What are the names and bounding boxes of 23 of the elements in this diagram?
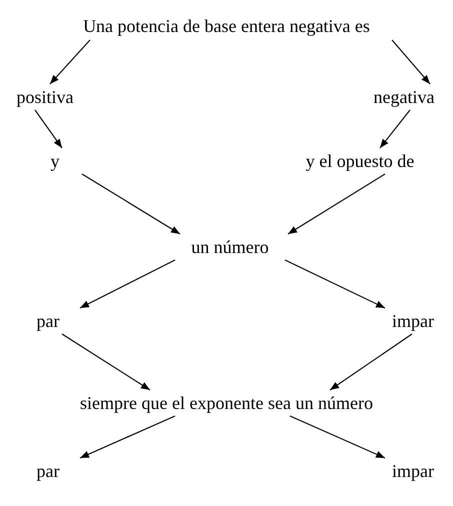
node-text: positiva <box>5 84 85 110</box>
node-text: siempre que el exponente sea un número <box>10 390 443 416</box>
node-text: y <box>25 148 85 174</box>
node-text: Una potencia de base entera negativa es <box>10 12 443 40</box>
node-text: impar <box>380 308 446 334</box>
arrow <box>380 110 410 148</box>
arrow <box>82 174 180 234</box>
node-text: y el opuesto de <box>300 148 420 174</box>
arrow <box>330 334 412 390</box>
arrow <box>392 40 430 84</box>
node-text: negativa <box>360 84 448 110</box>
node-text: un número <box>170 234 290 260</box>
arrow <box>284 260 386 308</box>
arrow <box>290 416 386 458</box>
arrow <box>34 110 62 148</box>
arrow <box>288 174 386 234</box>
node-text: impar <box>380 458 446 484</box>
arrow <box>50 40 90 84</box>
node-text: par <box>15 308 81 334</box>
arrow <box>80 260 176 308</box>
arrow <box>62 334 150 390</box>
node-text: par <box>15 458 81 484</box>
arrow <box>80 416 176 458</box>
